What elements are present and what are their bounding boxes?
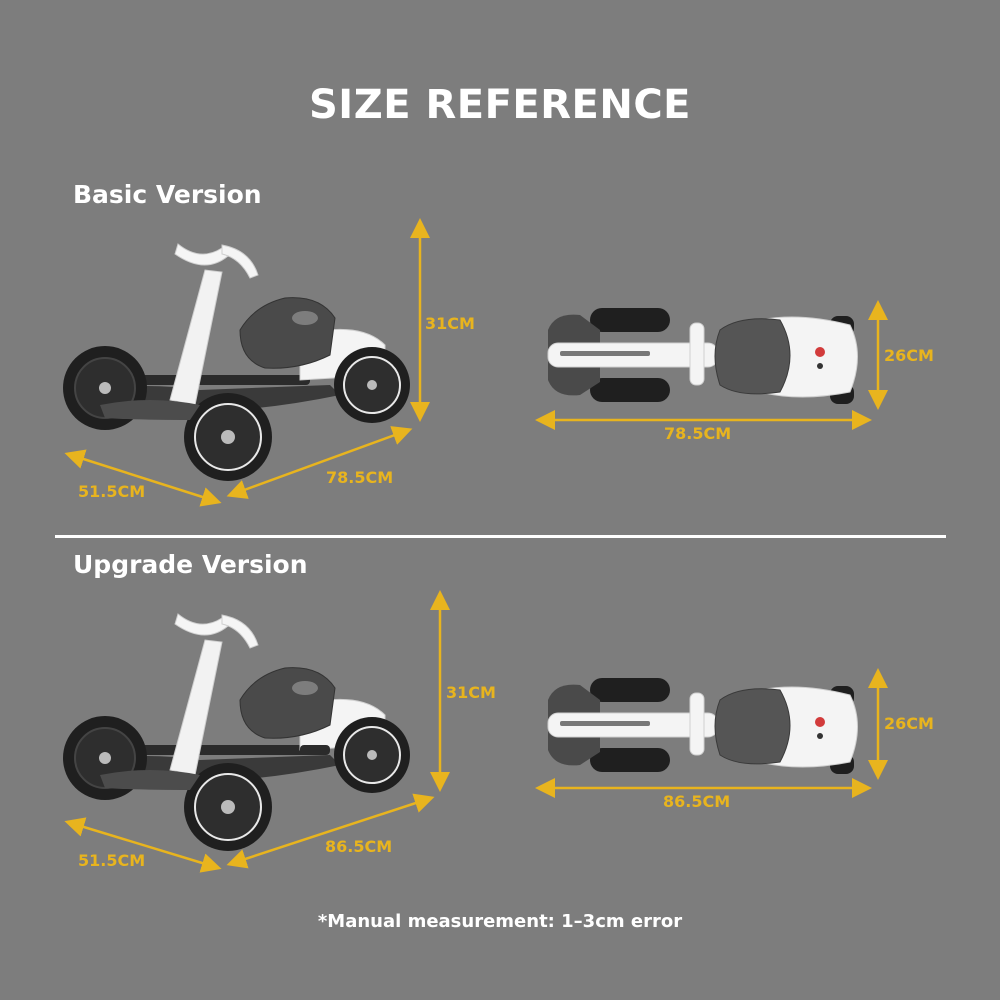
upgrade-side-height-label: 31CM	[446, 683, 496, 702]
basic-kart-side-image	[62, 243, 411, 482]
basic-top-length-label: 78.5CM	[664, 424, 732, 443]
upgrade-side-width-label: 51.5CM	[78, 851, 146, 870]
section-divider	[55, 535, 946, 538]
upgrade-top-length-label: 86.5CM	[663, 792, 731, 811]
upgrade-kart-top-image	[547, 677, 858, 775]
upgrade-version-heading: Upgrade Version	[73, 550, 308, 579]
upgrade-top-height-label: 26CM	[884, 714, 934, 733]
basic-version-heading: Basic Version	[73, 180, 262, 209]
upgrade-dimension-lines	[64, 590, 888, 873]
basic-side-width-label: 51.5CM	[78, 482, 146, 501]
upgrade-kart-side-image	[62, 613, 411, 852]
measurement-note: *Manual measurement: 1–3cm error	[317, 911, 683, 932]
basic-kart-top-image	[547, 307, 858, 405]
page-title: SIZE REFERENCE	[309, 82, 691, 128]
upgrade-side-length-label: 86.5CM	[325, 837, 393, 856]
basic-top-height-label: 26CM	[884, 346, 934, 365]
basic-dimension-lines	[64, 218, 888, 507]
basic-side-length-label: 78.5CM	[326, 468, 394, 487]
basic-side-height-label: 31CM	[425, 314, 475, 333]
